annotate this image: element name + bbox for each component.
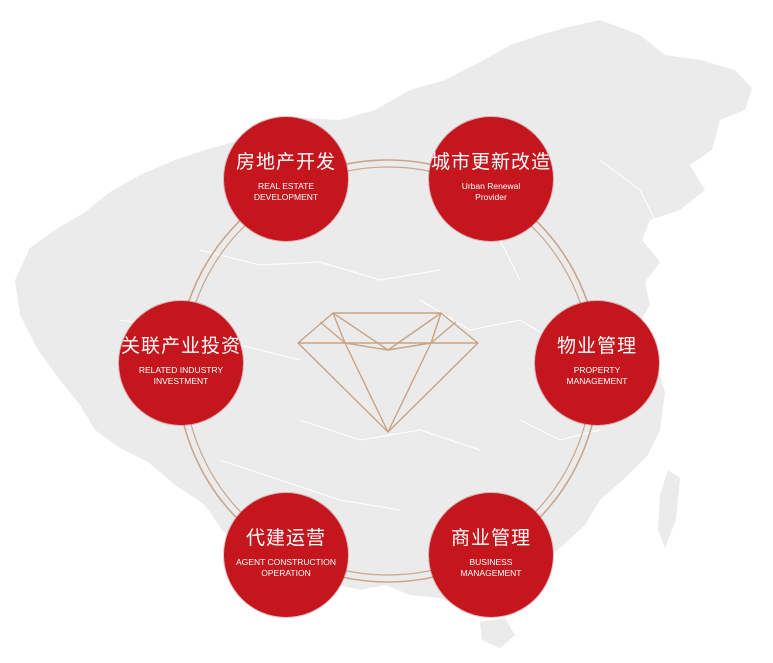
node-title-cn: 房地产开发 (235, 150, 336, 173)
node-title-cn: 物业管理 (556, 334, 637, 357)
node-title-cn: 代建运营 (245, 526, 326, 549)
node-business-management[interactable]: 商业管理 BUSINESS MANAGEMENT (429, 493, 553, 617)
node-title-cn: 城市更新改造 (430, 150, 551, 173)
hainan-island (480, 618, 515, 648)
node-urban-renewal[interactable]: 城市更新改造 Urban Renewal Provider (429, 117, 553, 241)
node-property-management[interactable]: 物业管理 PROPERTY MANAGEMENT (535, 301, 659, 425)
node-real-estate-development[interactable]: 房地产开发 REAL ESTATE DEVELOPMENT (224, 117, 348, 241)
node-title-en: PROPERTY MANAGEMENT (566, 364, 628, 386)
node-title-en: AGENT CONSTRUCTION OPERATION (236, 556, 336, 578)
taiwan-island (658, 470, 680, 548)
node-title-en: RELATED INDUSTRY INVESTMENT (138, 364, 224, 386)
node-title-cn: 关联产业投资 (120, 334, 241, 357)
node-agent-construction[interactable]: 代建运营 AGENT CONSTRUCTION OPERATION (224, 493, 348, 617)
diamond-icon (297, 312, 479, 433)
node-related-industry-investment[interactable]: 关联产业投资 RELATED INDUSTRY INVESTMENT (119, 301, 243, 425)
node-title-en: REAL ESTATE DEVELOPMENT (253, 180, 319, 202)
node-title-en: Urban Renewal Provider (461, 180, 521, 202)
node-title-en: BUSINESS MANAGEMENT (460, 556, 522, 578)
node-title-cn: 商业管理 (450, 526, 531, 549)
